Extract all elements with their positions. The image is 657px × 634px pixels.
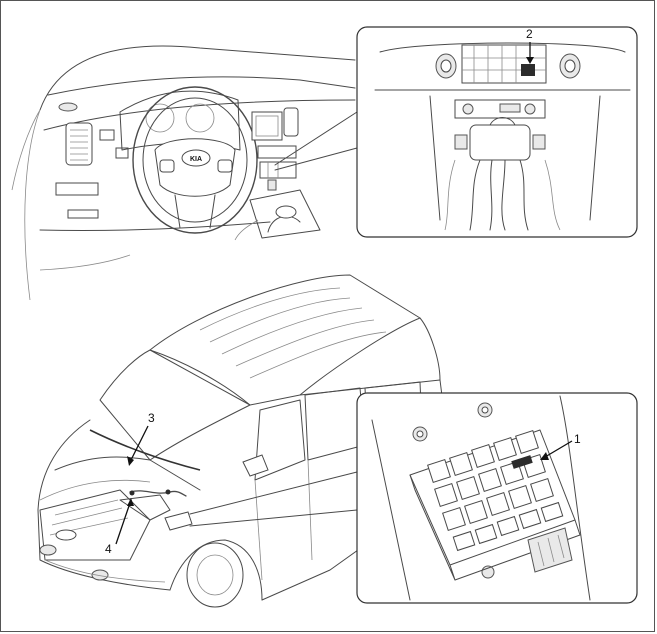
front-wheel: [186, 542, 244, 608]
side-mirror: [242, 454, 269, 477]
washer-hose: [89, 429, 201, 471]
target-connector-2: [521, 64, 535, 76]
target-relay-1: [511, 455, 533, 469]
callout-4-label: 4: [105, 542, 112, 556]
callout-2-label: 2: [526, 27, 533, 41]
dashboard-illustration: KIA: [11, 45, 358, 301]
left-air-vent: [65, 122, 93, 166]
nav-screen: [251, 111, 283, 141]
steering-wheel: KIA: [132, 86, 258, 234]
switch-panel: [55, 182, 99, 196]
kia-emblem: [181, 149, 211, 167]
callout-1-label: 1: [574, 432, 581, 446]
engine-room-fuse-box: [164, 511, 193, 531]
dash-speaker: [58, 102, 78, 112]
zoom-panel-dashboard-fuse: 2: [356, 26, 638, 238]
zoom-panel-engine-fuse: 1: [356, 392, 638, 604]
callout-3-label: 3: [148, 411, 155, 425]
emblem-text: KIA: [190, 156, 202, 163]
